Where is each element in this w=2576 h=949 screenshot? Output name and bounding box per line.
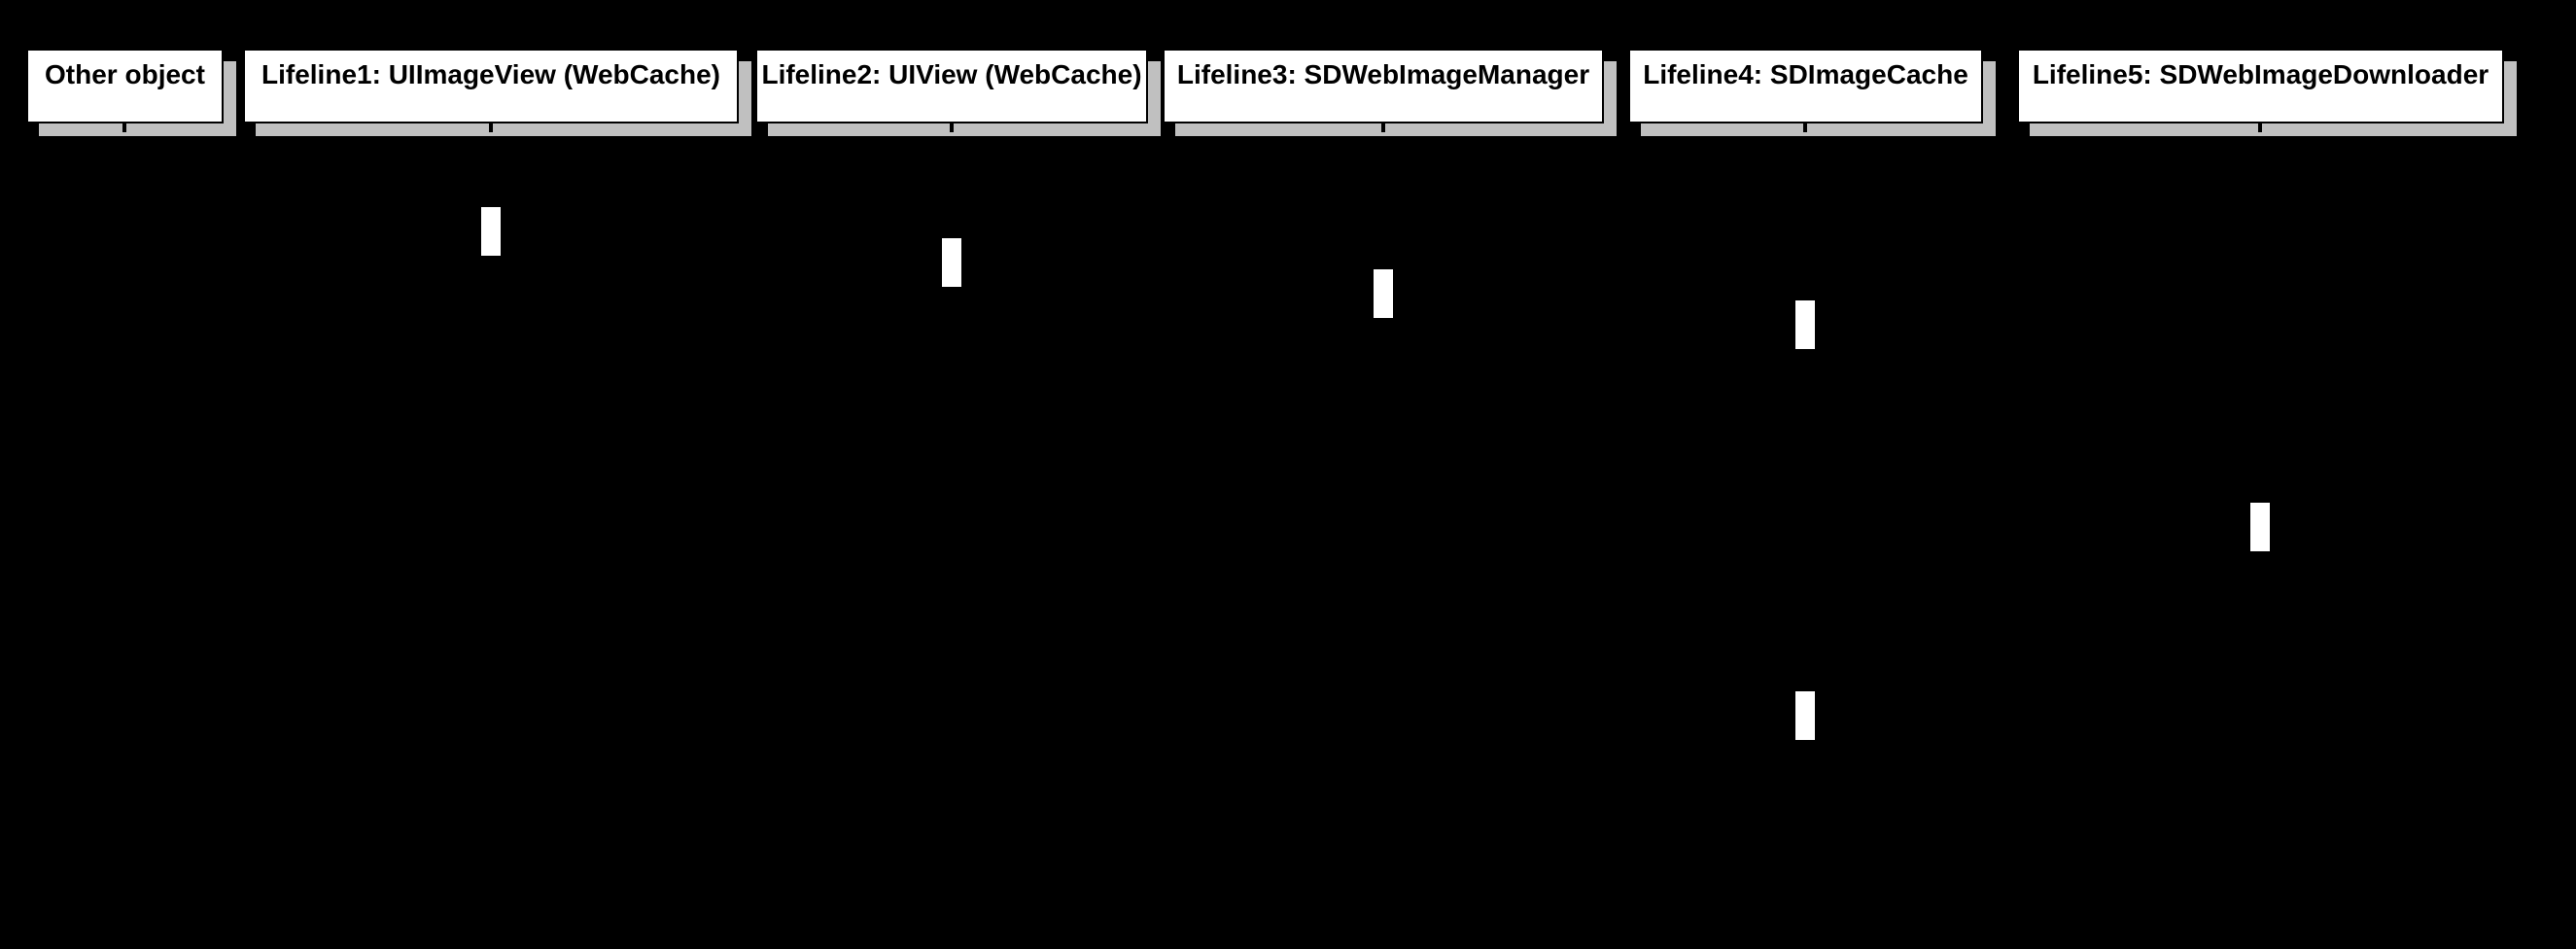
activation-bar-lifeline2 [940, 236, 963, 289]
lifeline-start-tick [950, 123, 954, 132]
lifeline-start-tick [122, 123, 126, 132]
lifeline-head-lifeline4-sdimagecache: Lifeline4: SDImageCache [1628, 49, 1983, 123]
lifeline-label: Lifeline3: SDWebImageManager [1176, 59, 1590, 89]
activation-bar-lifeline5 [2248, 501, 2272, 553]
lifeline-head-other-object: Other object [26, 49, 224, 123]
lifeline-head-lifeline2-uiview: Lifeline2: UIView (WebCache) [755, 49, 1148, 123]
lifeline-label: Lifeline2: UIView (WebCache) [761, 59, 1142, 89]
lifeline-head-lifeline1-uiimageview: Lifeline1: UIImageView (WebCache) [243, 49, 739, 123]
lifeline-start-tick [489, 123, 493, 132]
lifeline-label: Lifeline5: SDWebImageDownloader [2032, 59, 2489, 89]
lifeline-label: Other object [45, 59, 205, 89]
lifeline-head-lifeline5-sdwebimagedownloader: Lifeline5: SDWebImageDownloader [2017, 49, 2504, 123]
lifeline-start-tick [1381, 123, 1385, 132]
activation-bar-lifeline3 [1372, 267, 1395, 320]
lifeline-head-lifeline3-sdwebimagemanager: Lifeline3: SDWebImageManager [1163, 49, 1604, 123]
lifeline-start-tick [2258, 123, 2262, 132]
lifeline-start-tick [1803, 123, 1807, 132]
lifeline-label: Lifeline1: UIImageView (WebCache) [261, 59, 720, 89]
activation-bar-lifeline4-second [1793, 689, 1817, 742]
lifeline-label: Lifeline4: SDImageCache [1643, 59, 1968, 89]
activation-bar-lifeline4-first [1793, 299, 1817, 351]
activation-bar-lifeline1 [479, 205, 503, 258]
